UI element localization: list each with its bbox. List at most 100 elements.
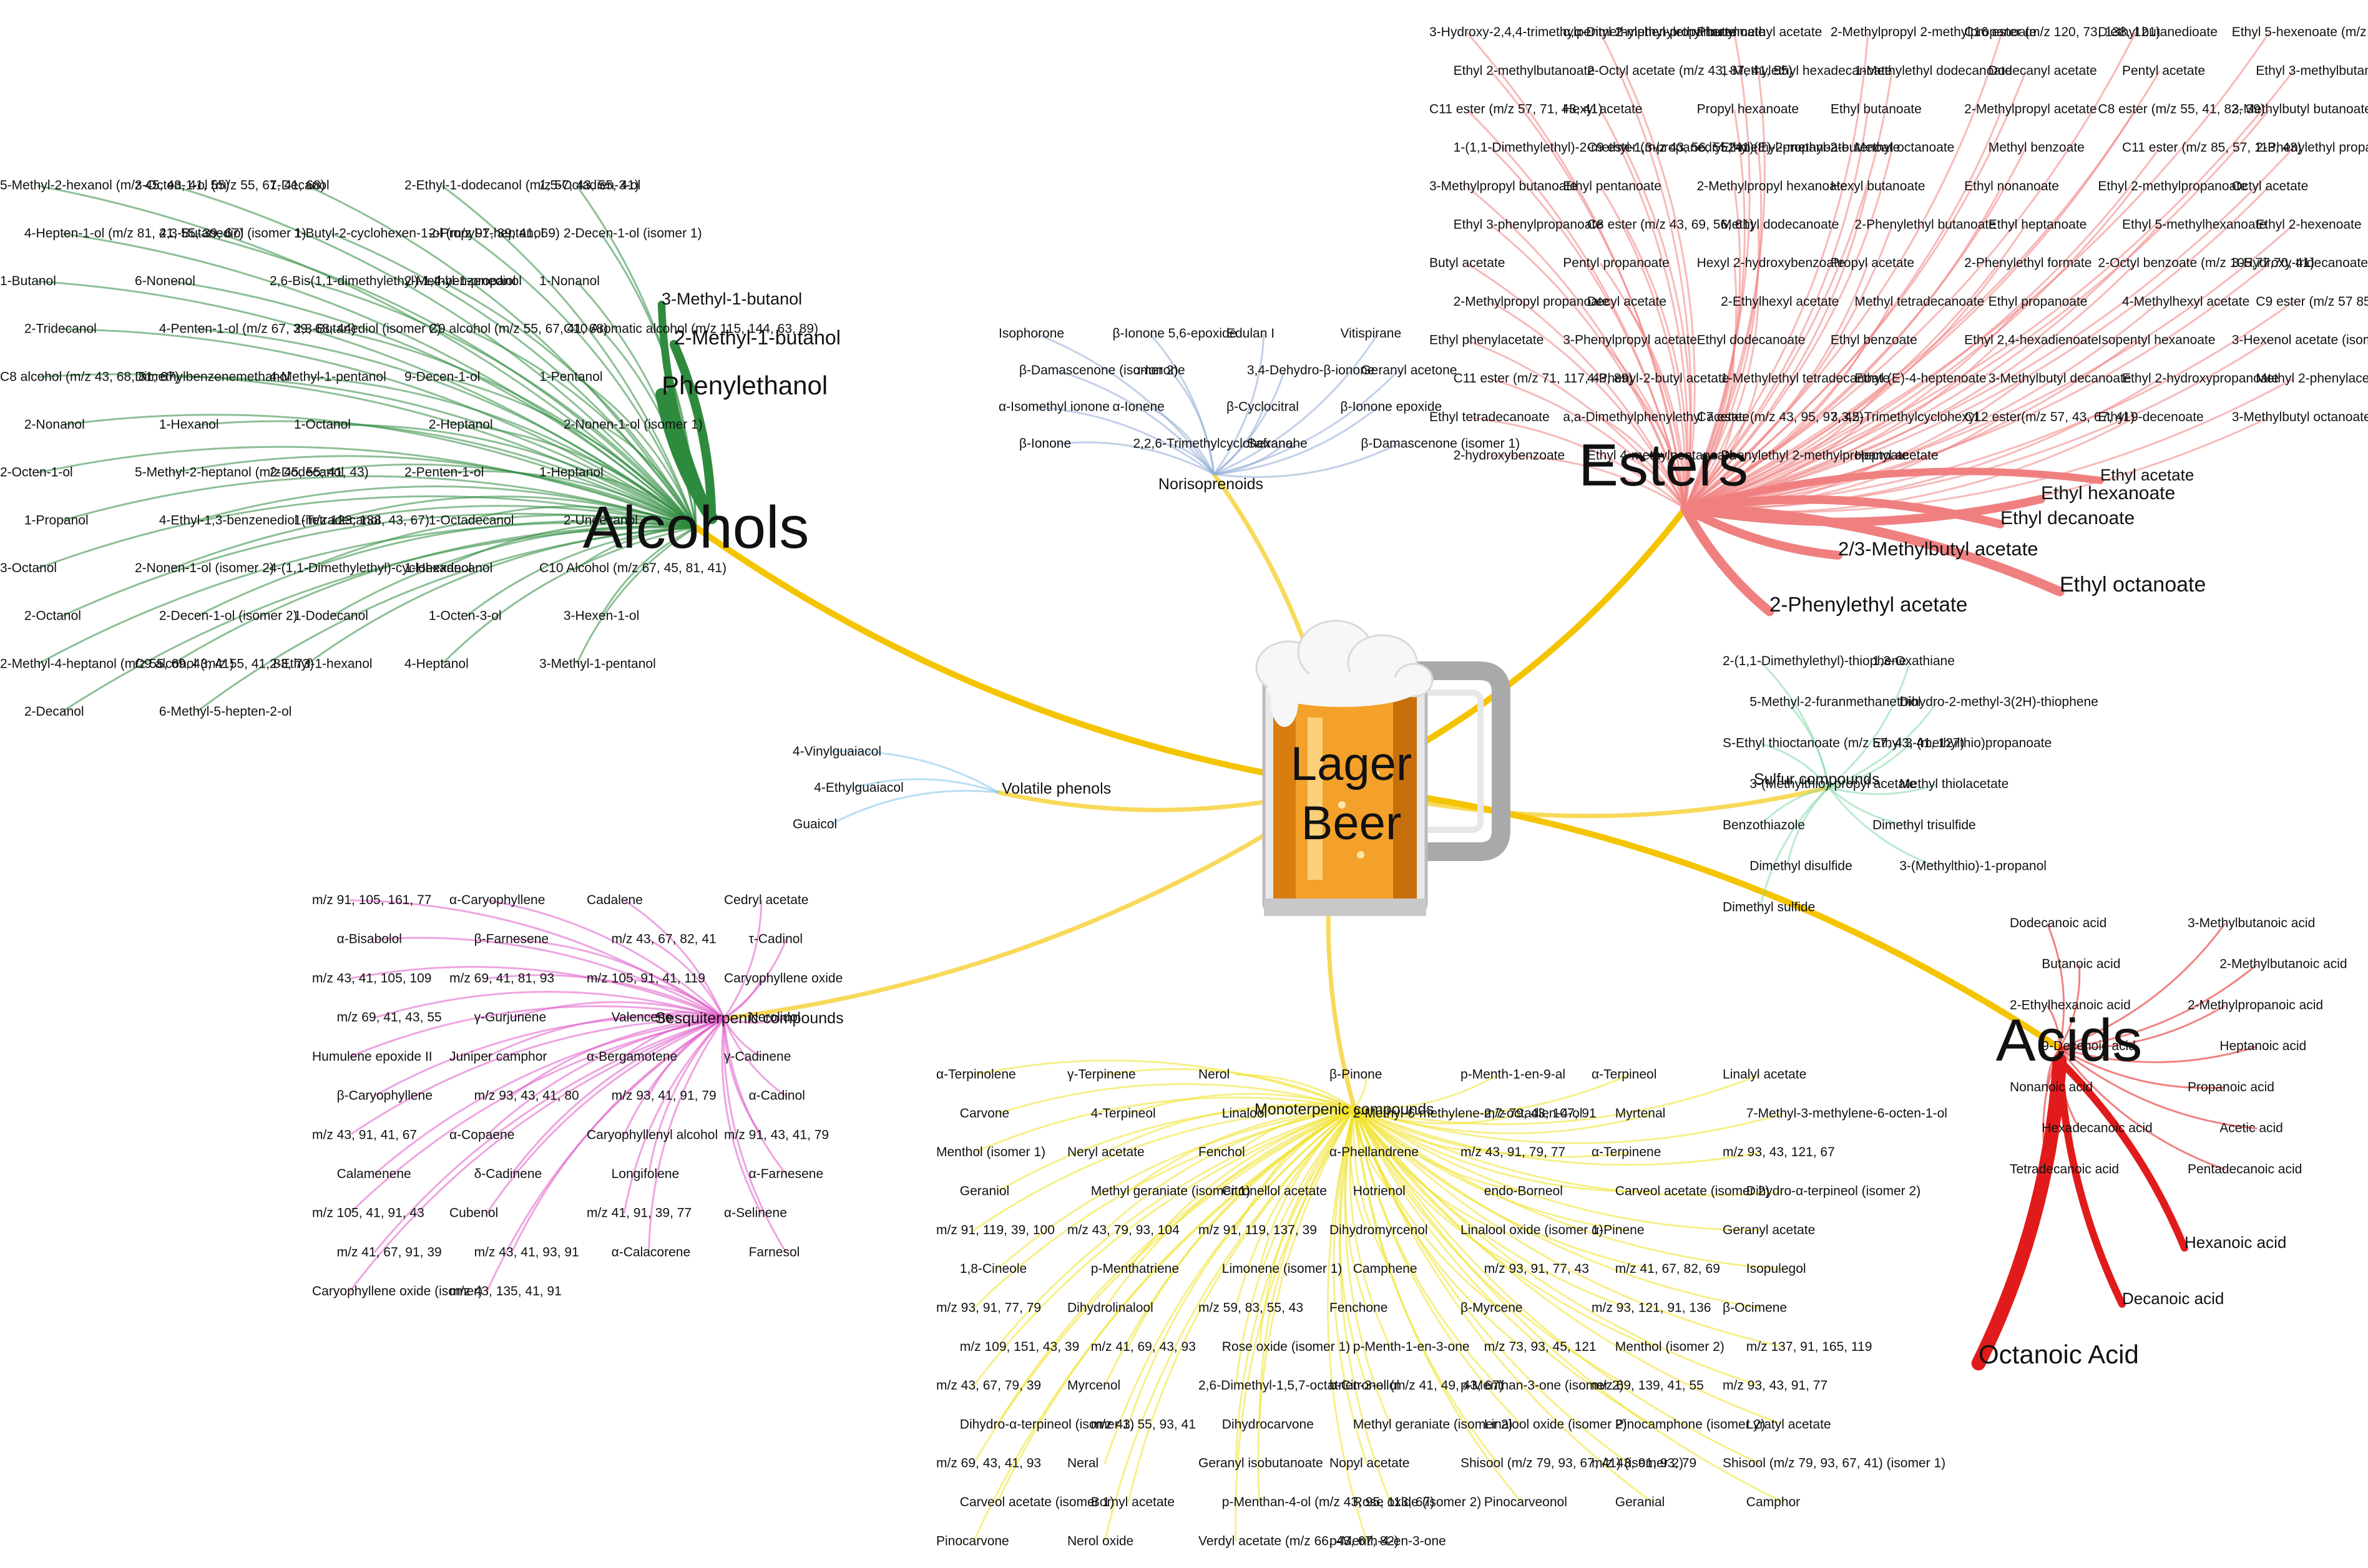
branch-sulfur [1828,786,1911,827]
compound-label-alcohols: 5-Methyl-2-hexanol (m/z 45, 43, 41, 55) [0,178,230,193]
branch-esters [1490,301,1686,509]
branch-sulfur [1828,743,1911,789]
branch-monoterpenic [1354,1107,1761,1166]
compound-label-acids: 9-Decenoic acid [2042,1039,2136,1053]
compound-label-esters: 2-Phenylethyl formate [1964,256,2092,270]
compound-label-monoterpenic: Methyl geraniate (isomer 1) [1091,1184,1251,1199]
compound-label-monoterpenic: Geraniol [960,1184,1009,1199]
branch-esters [1685,147,2161,510]
compound-label-monoterpenic: m/z 59, 83, 55, 43 [1198,1300,1303,1315]
compound-label-alcohols: 2-Nonanol [24,417,85,432]
compound-label-monoterpenic: m/z 109, 151, 43, 39 [960,1340,1079,1354]
branch-esters [1623,224,1688,509]
branch-monoterpenic [1103,1107,1356,1542]
compound-label-alcohols: 2-Ethyl-1-hexanol [270,656,373,671]
compound-label-monoterpenic: Carveol acetate (isomer 1) [960,1495,1114,1509]
compound-label-esters: Ethyl 2-hydroxypropanoate [2122,371,2279,386]
branch-esters [1685,32,2003,510]
branch-monoterpenic [1353,1074,1368,1109]
branch-sesquiterpenic [723,1018,763,1136]
compound-label-esters: 3-Hydroxy-2,4,4-trimethylpentyl 2-methyl… [1429,25,1736,39]
branch-esters [1684,186,1869,510]
branch-norisoprenoids [1170,442,1215,475]
compound-label-sesquiterpenic: Caryophyllene oxide [724,971,843,985]
compound-label-alcohols: 4-Penten-1-ol (m/z 67, 39, 68, 44) [159,322,356,336]
compound-label-volatile_phenols: Guaicol [793,817,837,832]
compound-label-alcohols: 1-Heptanol [539,465,604,480]
branch-monoterpenic [1354,1107,1653,1193]
compound-label-sesquiterpenic: m/z 43, 135, 41, 91 [449,1284,562,1298]
highlight-label-esters: 2-Phenylethyl acetate [1769,593,1967,616]
compound-label-monoterpenic: m/z 137, 91, 165, 119 [1746,1340,1872,1354]
branch-alcohols [466,328,697,528]
compound-label-monoterpenic: p-Menthan-4-ol (m/z 43, 95, 113, 67) [1222,1495,1434,1509]
compound-label-sesquiterpenic: α-Cadinol [749,1089,805,1103]
compound-label-alcohols: 2-Penten-1-ol [404,465,484,480]
compound-label-esters: Ethyl 2-methylbutanoate [1454,64,1595,78]
highlight-label-alcohols: 3-Methyl-1-butanol [662,290,802,308]
branch-norisoprenoids [1035,406,1215,475]
branch-alcohols [61,328,697,528]
branch-esters [1599,109,1689,509]
branch-esters [1685,301,2160,510]
compound-label-sesquiterpenic: β-Farnesene [474,932,549,947]
compound-label-monoterpenic: m/z 43, 67, 79, 39 [936,1378,1041,1393]
compound-label-norisoprenoids: Edulan I [1226,326,1275,341]
compound-label-monoterpenic: 2-Methyl-6-methylene-2,7-octadien-4-ol [1353,1106,1583,1121]
compound-label-monoterpenic: endo-Borneol [1484,1184,1563,1199]
compound-label-monoterpenic: β-Ocimene [1723,1300,1787,1315]
branch-alcohols [61,512,697,618]
branch-sulfur [1828,661,1911,789]
branch-alcohols [61,414,697,528]
compound-label-esters: Propyl acetate [1831,256,1914,270]
branch-sulfur [1827,787,1937,867]
compound-label-alcohols: 6-Nonenol [135,274,195,288]
compound-label-esters: Butyl acetate [1429,256,1505,270]
compound-label-esters: a,a-Dimethylphenylethyl acetate [1563,410,1749,424]
branch-volatile_phenols [851,778,999,794]
compound-label-esters: 2-Octyl benzoate (m/z 105,77,70, 41) [2098,256,2314,270]
compound-label-alcohols: 1-Octanol [294,417,351,432]
compound-label-sulfur: 3-(Methylthio)-1-propanol [1899,859,2047,874]
branch-monoterpenic [1353,1108,1653,1426]
branch-sesquiterpenic [511,1017,725,1097]
compound-label-monoterpenic: m/z 43, 91, 79, 77 [1460,1145,1565,1159]
compound-label-esters: Ethyl 3-phenylpropanoate [1454,218,1603,232]
compound-label-esters: 2-hydroxybenzoate [1454,449,1565,463]
branch-sesquiterpenic [624,899,725,1019]
compound-label-monoterpenic: Linalyl acetate [1723,1068,1806,1082]
branch-sesquiterpenic [374,937,725,1020]
branch-volatile_phenols [829,789,999,825]
highlight-label-acids: Octanoic Acid [1979,1340,2139,1369]
branch-monoterpenic [1353,1108,1522,1426]
compound-label-norisoprenoids: α-Ionone [1133,363,1185,377]
compound-label-alcohols: 4-(1,1-Dimethylethyl)-cyclohexanol [270,561,471,575]
branch-alcohols [61,526,697,713]
highlight-label-esters: Ethyl octanoate [2060,573,2206,597]
branch-esters [1490,377,1686,509]
compound-label-sesquiterpenic: m/z 91, 105, 161, 77 [312,893,431,907]
beer-mug-icon: Lager Beer [1255,620,1510,916]
branch-monoterpenic [1127,1107,1355,1192]
compound-label-sulfur: Benzothiazole [1723,818,1805,832]
compound-label-norisoprenoids: Geranyl acetone [1361,363,1457,377]
group-title-norisoprenoids: Norisoprenoids [1158,475,1263,493]
compound-label-esters: C8 ester (m/z 43, 69, 56, 61) [1587,218,1754,232]
branch-sesquiterpenic [486,1017,725,1292]
branch-alcohols [600,424,697,528]
compound-label-esters: C16 ester (m/z 120, 73, 138, 121) [1964,25,2160,39]
branch-alcohols [466,233,697,528]
center-title-line2: Beer [1301,797,1402,850]
compound-label-monoterpenic: Carvone [960,1106,1009,1121]
highlight-branch-esters [1680,504,1843,560]
compound-label-esters: Hexyl 2-hydroxybenzoate [1697,256,1845,270]
compound-label-esters: Pentyl acetate [2122,64,2205,78]
highlight-label-esters: Ethyl decanoate [2000,508,2135,528]
compound-label-esters: Ethyl butanoate [1831,102,1922,117]
compound-label-acids: 2-Methylpropanoic acid [2188,998,2323,1012]
branch-monoterpenic [1326,1108,1368,1542]
branch-sesquiterpenic [723,978,763,1020]
branch-esters [1685,377,2160,510]
branch-sesquiterpenic [721,1018,763,1214]
highlight-branch-alcohols [669,339,717,523]
